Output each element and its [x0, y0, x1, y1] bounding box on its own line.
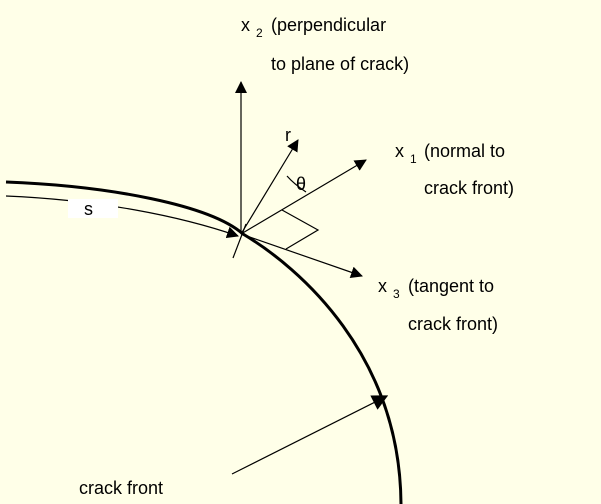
- x3-description-line1: (tangent to: [408, 276, 494, 296]
- theta-arc: [286, 175, 307, 193]
- s-label-box: [68, 199, 118, 218]
- x3-description-line2: crack front): [408, 314, 498, 334]
- r-label: r: [285, 125, 291, 145]
- x3-subscript: 3: [393, 287, 400, 301]
- x2-subscript: 2: [256, 26, 263, 40]
- x1-subscript: 1: [410, 152, 417, 166]
- x3-symbol: x: [378, 276, 387, 296]
- r-vector-arrow: [240, 139, 299, 235]
- x1-description-line2: crack front): [424, 178, 514, 198]
- crack-front-pointer-arrow: [231, 395, 389, 475]
- normal-tick-line: [232, 223, 247, 259]
- crack-front-label: crack front: [79, 478, 163, 498]
- arc-length-s-arrow: [5, 195, 239, 239]
- x3-axis-arrow: [240, 233, 363, 279]
- x1-axis-arrow: [240, 159, 367, 235]
- right-angle-marker: [281, 209, 320, 250]
- theta-label: θ: [296, 174, 306, 194]
- x2-description-line1: (perpendicular: [271, 15, 386, 35]
- x1-symbol: x: [395, 141, 404, 161]
- x1-description-line1: (normal to: [424, 141, 505, 161]
- x2-symbol: x: [241, 15, 250, 35]
- crack-front-curve: [5, 180, 403, 504]
- s-label: s: [84, 199, 93, 219]
- x2-description-line2: to plane of crack): [271, 54, 409, 74]
